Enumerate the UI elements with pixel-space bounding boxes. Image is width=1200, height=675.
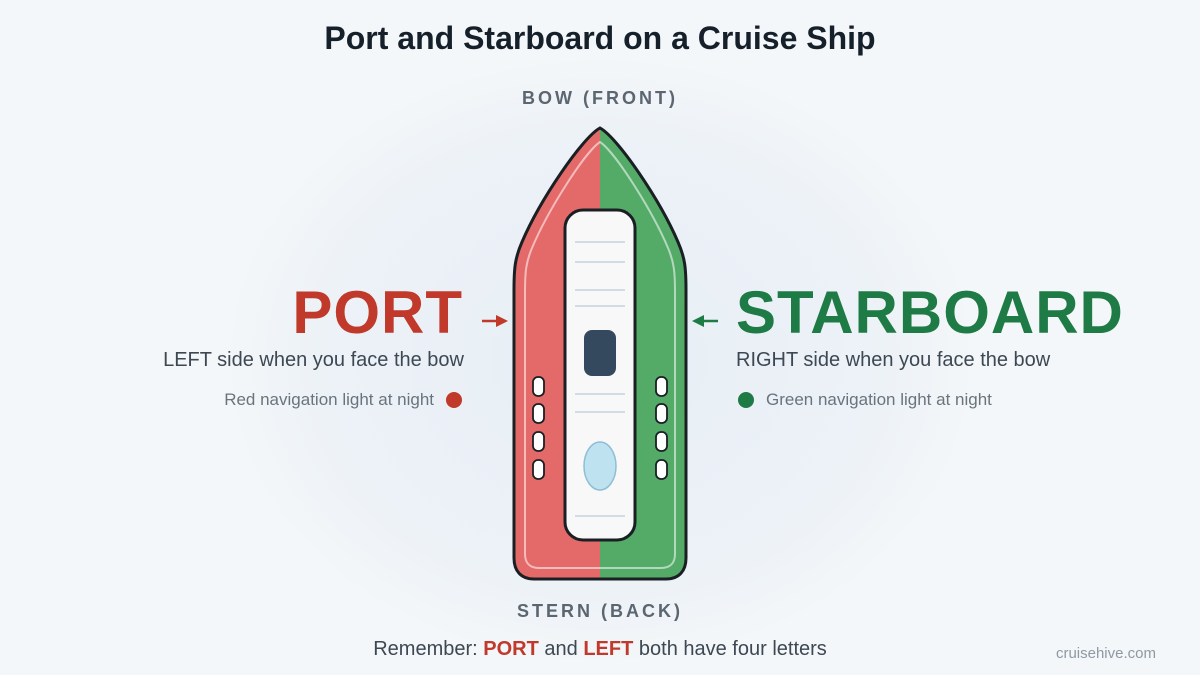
remember-word-left: LEFT xyxy=(583,638,634,660)
starboard-light-note: Green navigation light at night xyxy=(738,390,992,410)
hull-inner-trim xyxy=(524,140,676,569)
deck-lines xyxy=(575,241,625,517)
porthole xyxy=(655,431,668,452)
page-title: Port and Starboard on a Cruise Ship xyxy=(324,20,876,56)
porthole xyxy=(655,403,668,424)
porthole xyxy=(532,459,545,480)
remember-prefix: Remember: xyxy=(373,638,478,660)
port-light-text: Red navigation light at night xyxy=(224,390,434,409)
porthole xyxy=(532,403,545,424)
porthole xyxy=(532,431,545,452)
starboard-heading: STARBOARD xyxy=(736,279,1124,346)
red-light-dot-icon xyxy=(446,392,462,408)
remember-note: Remember: PORT and LEFT both have four l… xyxy=(0,638,1200,661)
remember-and: and xyxy=(544,638,578,660)
stern-label: STERN (BACK) xyxy=(517,601,683,621)
porthole xyxy=(655,459,668,480)
starboard-portholes xyxy=(655,376,668,480)
remember-word-port: PORT xyxy=(483,638,539,660)
port-arrow xyxy=(482,315,508,327)
starboard-light-text: Green navigation light at night xyxy=(766,390,992,409)
starboard-subtitle: RIGHT side when you face the bow xyxy=(736,349,1051,371)
hull-outline xyxy=(512,126,688,581)
port-light-note: Red navigation light at night xyxy=(224,390,462,410)
green-light-dot-icon xyxy=(738,392,754,408)
port-portholes xyxy=(532,376,545,480)
port-heading: PORT xyxy=(292,279,463,346)
port-subtitle: LEFT side when you face the bow xyxy=(163,349,464,371)
remember-suffix: both have four letters xyxy=(638,638,827,660)
porthole xyxy=(655,376,668,397)
bow-label: BOW (FRONT) xyxy=(522,88,678,108)
pool xyxy=(583,441,617,491)
site-credit: cruisehive.com xyxy=(1055,645,1156,662)
porthole xyxy=(532,376,545,397)
starboard-arrow xyxy=(692,315,718,327)
funnel xyxy=(584,330,616,376)
